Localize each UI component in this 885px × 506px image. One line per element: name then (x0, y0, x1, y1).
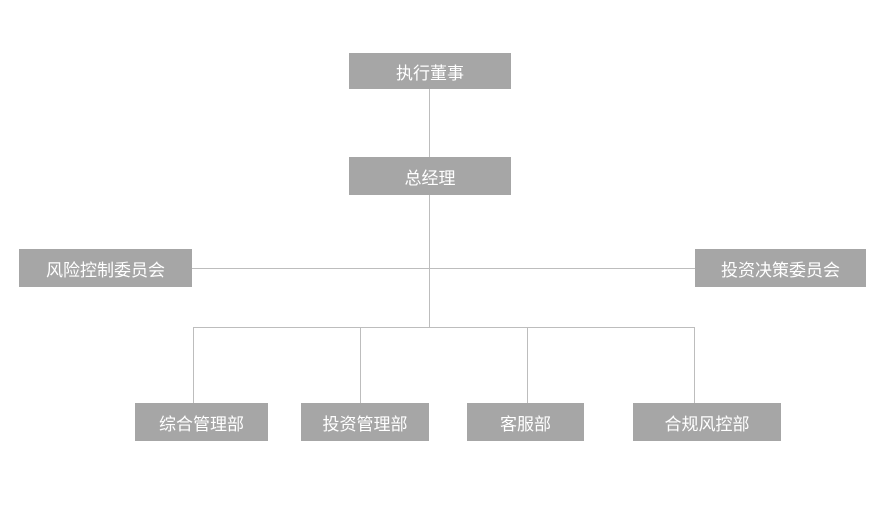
connector-to-customer-service-dept (527, 327, 528, 404)
node-customer-service-dept: 客服部 (467, 403, 584, 441)
connector-to-general-management-dept (193, 327, 194, 404)
connector-departments-horizontal (193, 327, 695, 328)
connector-to-compliance-risk-control-dept (694, 327, 695, 404)
node-executive-director: 执行董事 (349, 53, 511, 89)
node-general-manager: 总经理 (349, 157, 511, 195)
node-compliance-risk-control-dept: 合规风控部 (633, 403, 781, 441)
node-general-management-dept: 综合管理部 (135, 403, 268, 441)
node-investment-decision-committee: 投资决策委员会 (695, 249, 866, 287)
node-investment-management-dept: 投资管理部 (301, 403, 429, 441)
connector-committees-horizontal (191, 268, 695, 269)
connector-to-investment-management-dept (360, 327, 361, 404)
connector-executive-to-gm (429, 88, 430, 157)
connector-gm-to-departments-trunk (429, 194, 430, 328)
node-risk-control-committee: 风险控制委员会 (19, 249, 192, 287)
